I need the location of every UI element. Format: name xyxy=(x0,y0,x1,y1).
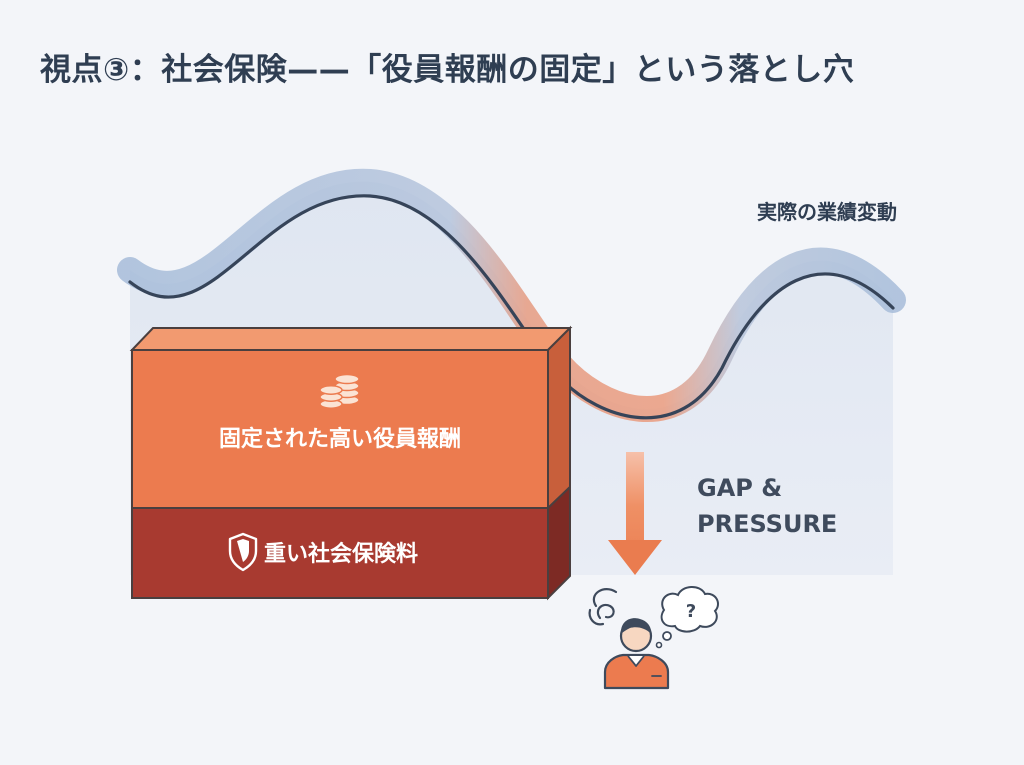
thought-bubble-icon xyxy=(655,586,719,649)
gap-label-line2: PRESSURE xyxy=(697,510,837,538)
social-insurance-label: 重い社会保険料 xyxy=(264,541,418,567)
gap-label-line1: GAP & xyxy=(697,474,782,502)
shield-icon xyxy=(228,532,258,572)
stress-swirl-icon xyxy=(588,588,618,626)
person-icon xyxy=(603,618,670,690)
thought-question-mark: ? xyxy=(686,601,696,622)
fixed-compensation-label: 固定された高い役員報酬 xyxy=(219,426,461,452)
coins-icon xyxy=(319,373,360,409)
social-insurance-layer xyxy=(131,507,549,599)
page-title: 視点③：社会保険——「役員報酬の固定」という落とし穴 xyxy=(40,52,855,88)
performance-label: 実際の業績変動 xyxy=(757,200,897,224)
gap-arrow xyxy=(608,452,662,575)
